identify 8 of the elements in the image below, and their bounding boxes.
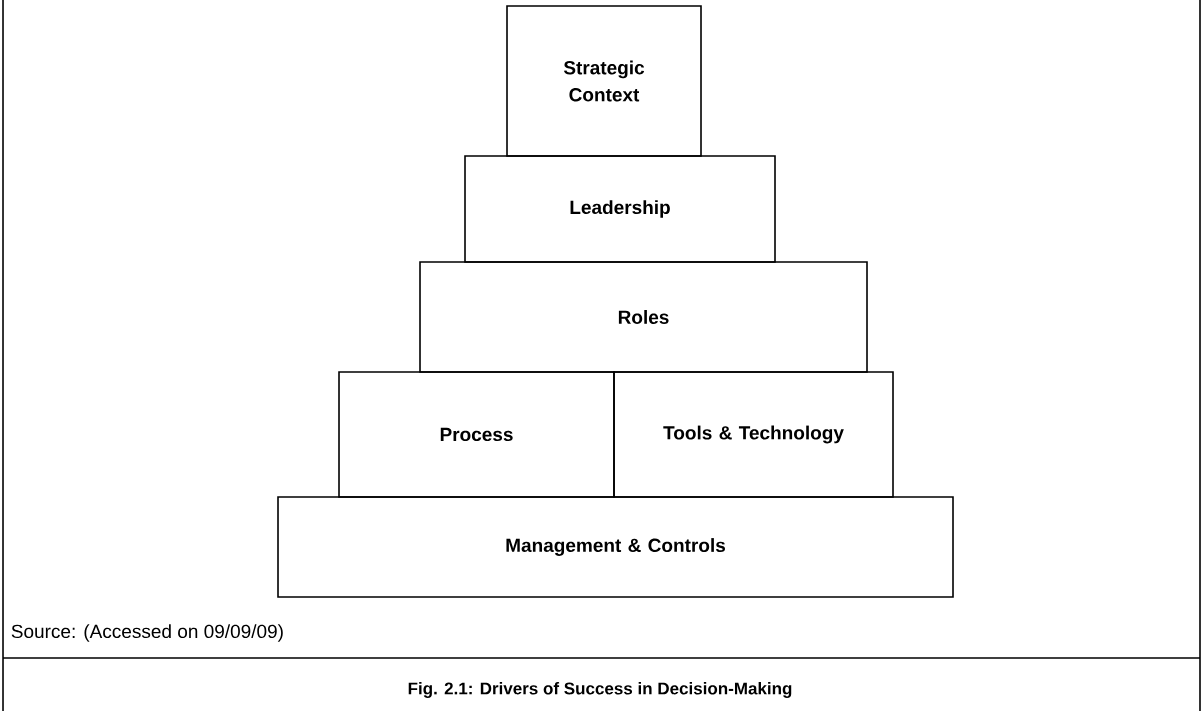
pyramid-block: Strategic Context xyxy=(506,5,702,157)
pyramid-block: Tools & Technology xyxy=(613,371,894,498)
pyramid-block: Roles xyxy=(419,261,868,373)
pyramid-block: Management & Controls xyxy=(277,496,954,598)
figure-caption: Fig. 2.1: Drivers of Success in Decision-Making xyxy=(408,682,792,698)
source-note: Source: (Accessed on 09/09/09) xyxy=(11,624,283,642)
pyramid-block: Leadership xyxy=(464,155,776,263)
pyramid-block: Process xyxy=(338,371,615,498)
